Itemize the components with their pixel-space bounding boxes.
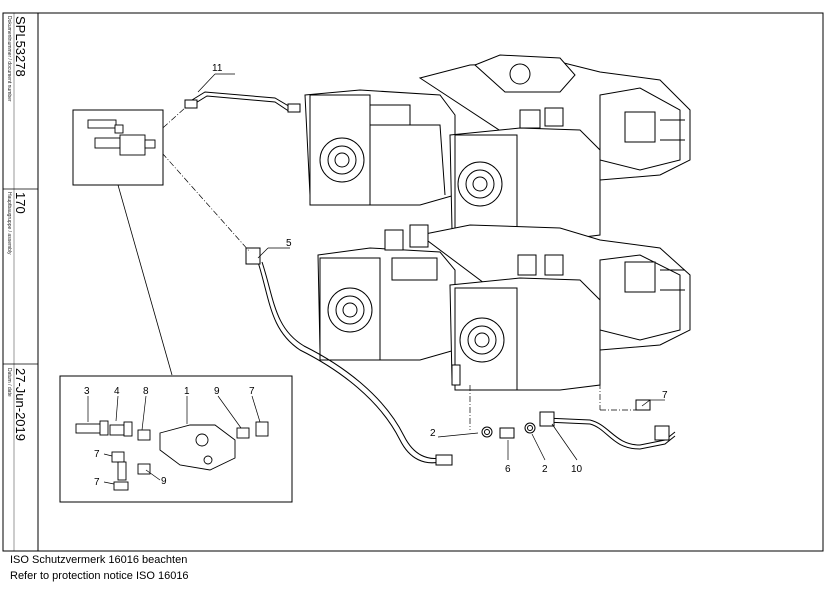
pump-assembly-lower: [317, 224, 691, 391]
callout-7a: 7: [662, 390, 668, 401]
protection-notice-en: Refer to protection notice ISO 16016: [10, 570, 189, 582]
drawing-frame: [2, 12, 824, 552]
protection-notice-de: ISO Schutzvermerk 16016 beachten: [10, 554, 188, 566]
hose-10: [539, 411, 676, 450]
callout-6: 6: [505, 464, 511, 475]
pump-assembly-upper: [304, 54, 691, 241]
callout-7b: 7: [249, 386, 255, 397]
assembly-label: Hauptbaugruppe / assembly: [6, 192, 12, 255]
callout-9b: 9: [161, 476, 167, 487]
callout-labels: 11 5 2 6 2 10 7 3 4 8 1 9 7 7 7 9: [84, 63, 668, 488]
document-number-label: Dokumentnummer / document number: [6, 16, 12, 102]
detail-connector-line: [117, 184, 173, 376]
callout-1: 1: [184, 386, 190, 397]
detail-small-parts: [87, 119, 156, 156]
document-date: 27-Jun-2019: [13, 368, 28, 441]
callout-5: 5: [286, 238, 292, 249]
callout-7d: 7: [94, 477, 100, 488]
document-number: SPL53278: [13, 16, 28, 77]
callout-9a: 9: [214, 386, 220, 397]
assembly-leader-lines: [154, 107, 638, 430]
callout-8: 8: [143, 386, 149, 397]
hose-11: [184, 91, 301, 113]
callout-7c: 7: [94, 449, 100, 460]
callout-2a: 2: [430, 428, 436, 439]
detail-large-parts: [75, 420, 269, 491]
callout-2b: 2: [542, 464, 548, 475]
date-label: Datum / date: [6, 368, 12, 397]
callout-11: 11: [212, 63, 223, 74]
callout-10: 10: [571, 464, 583, 475]
callout-4: 4: [114, 386, 120, 397]
hose-5: [245, 247, 453, 466]
callout-3: 3: [84, 386, 90, 397]
callout-leaders: [87, 73, 665, 485]
assembly-number: 170: [13, 192, 28, 214]
